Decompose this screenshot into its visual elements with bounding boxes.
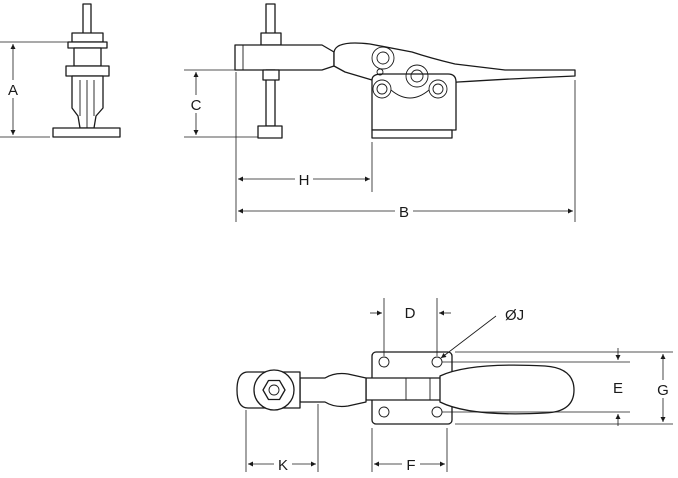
dimension-k: K	[245, 404, 319, 474]
side-view-spindle-top	[265, 3, 276, 37]
top-view-pivot-block	[365, 377, 449, 401]
side-view-body	[371, 73, 457, 131]
side-view-base	[371, 129, 453, 139]
label-k: K	[278, 457, 288, 474]
end-view-washer	[67, 41, 108, 49]
label-h: H	[299, 172, 310, 189]
label-e: E	[613, 380, 623, 397]
label-f: F	[406, 457, 415, 474]
mounting-hole	[378, 406, 390, 418]
dimension-b: B	[238, 80, 576, 222]
label-d: D	[405, 305, 416, 322]
side-view-upper-nut	[260, 32, 282, 46]
end-view-spindle-top	[82, 3, 92, 35]
top-view-handle	[439, 364, 575, 415]
top-view-arm	[299, 372, 367, 408]
end-view-upper-nut	[71, 32, 104, 43]
label-g: G	[657, 382, 669, 399]
side-view-lower-nut	[262, 69, 280, 81]
dimension-c: C	[184, 69, 262, 138]
end-view	[52, 3, 121, 138]
dimension-f: F	[371, 428, 448, 474]
side-view	[234, 3, 576, 139]
dimension-e: E	[442, 348, 630, 426]
label-b: B	[399, 204, 409, 221]
label-a: A	[8, 82, 18, 99]
dimension-g: G	[455, 351, 673, 425]
end-view-base-plate	[52, 127, 121, 138]
end-view-body	[71, 75, 104, 129]
label-j: ØJ	[505, 307, 524, 324]
end-view-clamp-arm	[73, 47, 102, 67]
dimension-h: H	[235, 72, 373, 222]
side-view-pressure-pad	[257, 125, 283, 139]
dimension-j: ØJ	[440, 307, 524, 359]
dimension-d: D	[370, 298, 451, 356]
side-view-clamp-arm	[234, 44, 335, 71]
top-view-spindle-nut	[262, 379, 286, 401]
end-view-lower-nut	[65, 65, 110, 77]
dimension-a: A	[0, 41, 70, 138]
label-c: C	[191, 97, 202, 114]
mounting-hole	[378, 356, 390, 368]
top-view	[236, 351, 575, 425]
